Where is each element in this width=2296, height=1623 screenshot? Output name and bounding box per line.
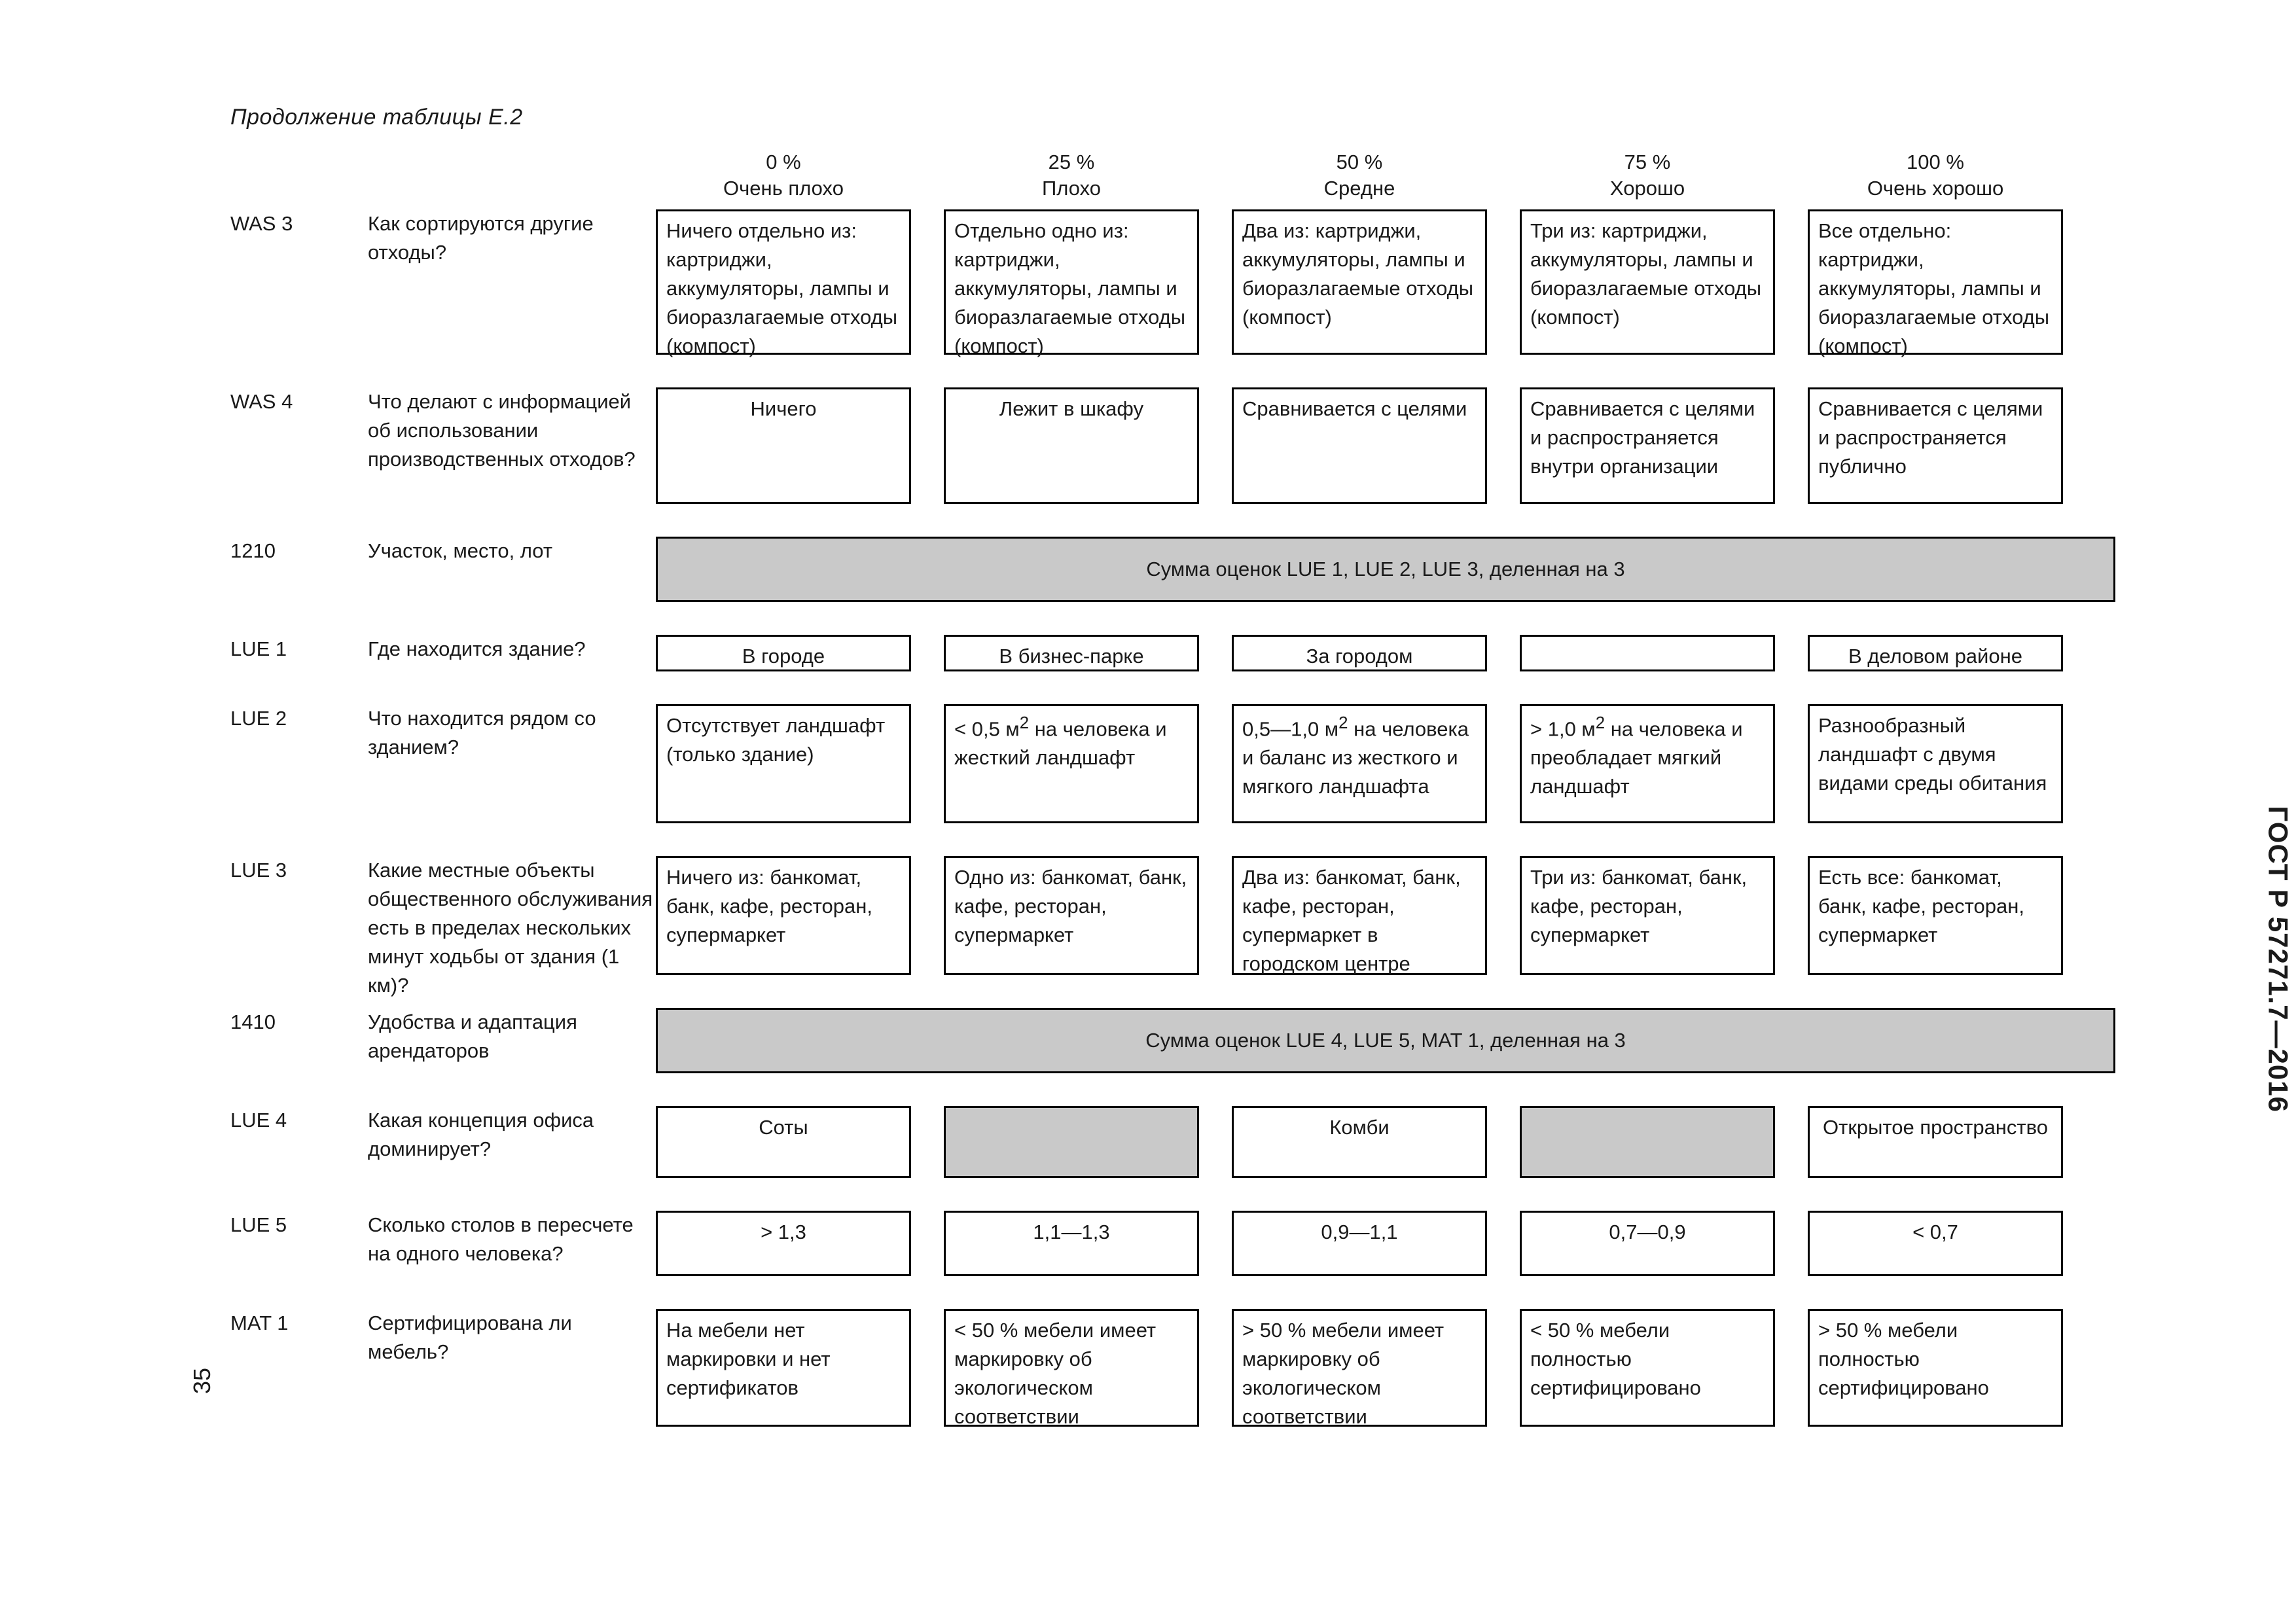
table-row: MAT 1 Сертифицирована ли мебель? На мебели… bbox=[230, 1309, 2115, 1428]
column-header-percent: 25 % bbox=[1048, 151, 1095, 173]
row-question: Сертифицирована ли мебель? bbox=[368, 1311, 572, 1364]
answer-cell[interactable]: В бизнес-парке bbox=[944, 635, 1199, 671]
answer-cell[interactable]: Соты bbox=[656, 1106, 911, 1178]
page-number: 35 bbox=[188, 1368, 215, 1395]
row-code: LUE 5 bbox=[230, 1213, 287, 1236]
answer-cell[interactable]: < 0,5 м2 на человека и жесткий ландшафт bbox=[944, 704, 1199, 823]
answer-cell[interactable]: Отсутствует ландшафт (только здание) bbox=[656, 704, 911, 823]
column-header-label: Очень плохо bbox=[723, 177, 844, 200]
column-header-label: Средне bbox=[1323, 177, 1395, 200]
score-formula-band: Сумма оценок LUE 4, LUE 5, MAT 1, деленн… bbox=[656, 1008, 2115, 1073]
row-code: LUE 2 bbox=[230, 707, 287, 730]
column-header-4: 100 % Очень хорошо bbox=[1804, 149, 2066, 202]
column-header-percent: 100 % bbox=[1907, 151, 1964, 173]
column-header-0: 0 % Очень плохо bbox=[653, 149, 914, 202]
score-formula-band: Сумма оценок LUE 1, LUE 2, LUE 3, деленн… bbox=[656, 537, 2115, 602]
row-question: Что делают с информацией об использовани… bbox=[368, 390, 636, 471]
answer-cell[interactable]: Ничего отдельно из: картриджи, аккумулят… bbox=[656, 209, 911, 357]
answer-cell[interactable]: 0,5—1,0 м2 на человека и баланс из жестк… bbox=[1232, 704, 1487, 823]
table-row: WAS 3 Как сортируются другие отходы? Ничег… bbox=[230, 209, 2115, 357]
answer-cell[interactable]: Комби bbox=[1232, 1106, 1487, 1178]
row-code: LUE 1 bbox=[230, 637, 287, 660]
answer-cell[interactable]: Открытое пространство bbox=[1808, 1106, 2063, 1178]
table-row: 1210 Участок, место, лот Сумма оценок LUE … bbox=[230, 537, 2115, 602]
column-header-1: 25 % Плохо bbox=[941, 149, 1202, 202]
answer-cell[interactable] bbox=[1520, 635, 1775, 671]
answer-cell[interactable]: 0,9—1,1 bbox=[1232, 1211, 1487, 1276]
answer-cell[interactable]: Одно из: банкомат, банк, кафе, ресторан,… bbox=[944, 856, 1199, 975]
answer-cell[interactable]: Ничего из: банкомат, банк, кафе, рестора… bbox=[656, 856, 911, 975]
row-code: WAS 4 bbox=[230, 390, 293, 413]
table-row: LUE 5 Сколько столов в пересчете на одног… bbox=[230, 1211, 2115, 1276]
answer-cell[interactable]: Сравнивается с целями bbox=[1232, 387, 1487, 504]
row-question: Где находится здание? bbox=[368, 637, 586, 660]
answer-cell[interactable]: Есть все: банкомат, банк, кафе, ресторан… bbox=[1808, 856, 2063, 975]
row-code: 1210 bbox=[230, 539, 276, 562]
answer-cell[interactable]: < 0,7 bbox=[1808, 1211, 2063, 1276]
row-code: LUE 3 bbox=[230, 859, 287, 882]
row-code: MAT 1 bbox=[230, 1311, 289, 1334]
answer-cell[interactable]: Отдельно одно из: картриджи, аккумулятор… bbox=[944, 209, 1199, 357]
answer-cell[interactable]: 1,1—1,3 bbox=[944, 1211, 1199, 1276]
table-row: LUE 1 Где находится здание? В городе В бизн… bbox=[230, 635, 2115, 671]
column-header-label: Плохо bbox=[1041, 177, 1101, 200]
assessment-table: 0 % Очень плохо 25 % Плохо 50 % Средне 75 % Хор… bbox=[230, 149, 2115, 1453]
answer-cell[interactable]: В деловом районе bbox=[1808, 635, 2063, 671]
column-header-percent: 0 % bbox=[766, 151, 801, 173]
answer-cell[interactable]: Разнообразный ландшафт с двумя видами ср… bbox=[1808, 704, 2063, 823]
answer-cell[interactable]: > 1,3 bbox=[656, 1211, 911, 1276]
standard-number-side-label: ГОСТ Р 57271.7—2016 bbox=[2263, 806, 2293, 1113]
row-question: Что находится рядом со зданием? bbox=[368, 707, 596, 759]
answer-cell[interactable]: Три из: картриджи, аккумуляторы, лампы и… bbox=[1520, 209, 1775, 355]
column-header-percent: 75 % bbox=[1624, 151, 1671, 173]
row-question: Удобства и адаптация арендаторов bbox=[368, 1010, 577, 1063]
answer-cell[interactable]: > 50 % мебели полностью сертифицировано bbox=[1808, 1309, 2063, 1427]
answer-cell[interactable]: Лежит в шкафу bbox=[944, 387, 1199, 504]
table-column-headers: 0 % Очень плохо 25 % Плохо 50 % Средне 75 % Хор… bbox=[230, 149, 2115, 209]
answer-cell[interactable]: Три из: банкомат, банк, кафе, ресторан, … bbox=[1520, 856, 1775, 975]
answer-cell[interactable] bbox=[1520, 1106, 1775, 1178]
table-row: 1410 Удобства и адаптация арендаторов Сумм… bbox=[230, 1008, 2115, 1073]
row-question: Как сортируются другие отходы? bbox=[368, 212, 594, 264]
answer-cell[interactable] bbox=[944, 1106, 1199, 1178]
table-row: LUE 2 Что находится рядом со зданием? Отсу… bbox=[230, 704, 2115, 823]
answer-cell[interactable]: 0,7—0,9 bbox=[1520, 1211, 1775, 1276]
table-row: LUE 4 Какая концепция офиса доминирует? Со… bbox=[230, 1106, 2115, 1178]
answer-cell[interactable]: Сравнивается с целями и распространяется… bbox=[1808, 387, 2063, 504]
column-header-3: 75 % Хорошо bbox=[1516, 149, 1778, 202]
answer-cell[interactable]: Все отдельно: картриджи, аккумуляторы, л… bbox=[1808, 209, 2063, 357]
row-code: WAS 3 bbox=[230, 212, 293, 235]
row-code: LUE 4 bbox=[230, 1109, 287, 1132]
column-header-label: Очень хорошо bbox=[1867, 177, 2004, 200]
answer-cell[interactable]: > 50 % мебели имеет маркировку об эколог… bbox=[1232, 1309, 1487, 1428]
column-header-2: 50 % Средне bbox=[1229, 149, 1490, 202]
row-question: Какая концепция офиса доминирует? bbox=[368, 1109, 594, 1161]
answer-cell[interactable]: < 50 % мебели полностью сертифицировано bbox=[1520, 1309, 1775, 1427]
answer-cell[interactable]: < 50 % мебели имеет маркировку об эколог… bbox=[944, 1309, 1199, 1428]
row-question: Сколько столов в пересчете на одного чел… bbox=[368, 1213, 634, 1266]
answer-cell[interactable]: Ничего bbox=[656, 387, 911, 504]
table-row: WAS 4 Что делают с информацией об использ… bbox=[230, 387, 2115, 504]
answer-cell[interactable]: На мебели нет маркировки и нет сертифика… bbox=[656, 1309, 911, 1427]
table-row: LUE 3 Какие местные объекты общественного… bbox=[230, 856, 2115, 997]
answer-cell[interactable]: Два из: банкомат, банк, кафе, ресторан, … bbox=[1232, 856, 1487, 975]
answer-cell[interactable]: Два из: картриджи, аккумуляторы, лампы и… bbox=[1232, 209, 1487, 355]
table-body: WAS 3 Как сортируются другие отходы? Ничег… bbox=[230, 209, 2115, 1453]
column-header-percent: 50 % bbox=[1336, 151, 1383, 173]
answer-cell[interactable]: > 1,0 м2 на человека и преобладает мягки… bbox=[1520, 704, 1775, 823]
answer-cell[interactable]: За городом bbox=[1232, 635, 1487, 671]
column-header-label: Хорошо bbox=[1609, 177, 1685, 200]
row-question: Участок, место, лот bbox=[368, 539, 553, 562]
continuation-title: Продолжение таблицы Е.2 bbox=[230, 105, 523, 130]
row-question: Какие местные объекты общественного обсл… bbox=[368, 859, 653, 997]
answer-cell[interactable]: В городе bbox=[656, 635, 911, 671]
row-code: 1410 bbox=[230, 1010, 276, 1033]
answer-cell[interactable]: Сравнивается с целями и распространяется… bbox=[1520, 387, 1775, 504]
